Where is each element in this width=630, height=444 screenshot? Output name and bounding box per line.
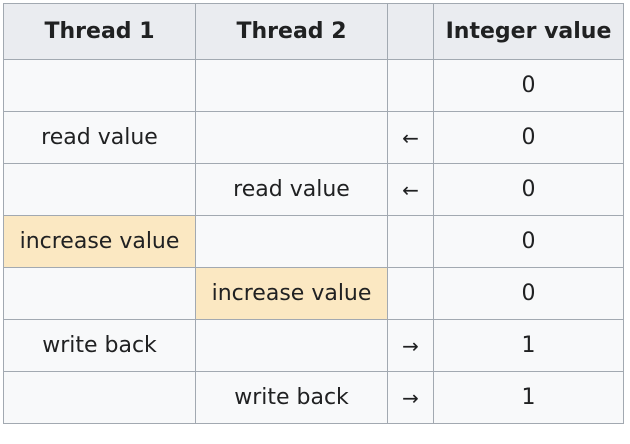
arrow-cell: →: [387, 371, 434, 424]
thread-1-cell: [3, 163, 196, 216]
table-row: write back→1: [3, 371, 624, 424]
header-arrow: [387, 3, 434, 60]
integer-value-cell: 0: [433, 215, 624, 268]
header-row: Thread 1 Thread 2 Integer value: [3, 3, 624, 60]
table-row: read value←0: [3, 163, 624, 216]
thread-1-cell: read value: [3, 111, 196, 164]
table-row: 0: [3, 59, 624, 112]
thread-1-cell: increase value: [3, 215, 196, 268]
table-row: write back →1: [3, 319, 624, 372]
thread-1-cell: [3, 59, 196, 112]
arrow-cell: [387, 59, 434, 112]
integer-value-cell: 0: [433, 163, 624, 216]
arrow-cell: →: [387, 319, 434, 372]
arrow-cell: ←: [387, 163, 434, 216]
thread-2-cell: write back: [195, 371, 388, 424]
header-thread-2: Thread 2: [195, 3, 388, 60]
thread-2-cell: [195, 59, 388, 112]
integer-value-cell: 0: [433, 111, 624, 164]
thread-2-cell: [195, 319, 388, 372]
header-thread-1: Thread 1: [3, 3, 196, 60]
table-row: increase value 0: [3, 215, 624, 268]
race-condition-table-wrapper: Thread 1 Thread 2 Integer value 0 read va…: [3, 3, 624, 424]
thread-1-cell: [3, 267, 196, 320]
header-integer-value: Integer value: [433, 3, 624, 60]
arrow-cell: ←: [387, 111, 434, 164]
table-row: increase value 0: [3, 267, 624, 320]
race-condition-table: Thread 1 Thread 2 Integer value 0 read va…: [3, 3, 624, 424]
thread-1-cell: [3, 371, 196, 424]
arrow-cell: [387, 215, 434, 268]
table-row: read value ←0: [3, 111, 624, 164]
arrow-cell: [387, 267, 434, 320]
thread-1-cell: write back: [3, 319, 196, 372]
thread-2-cell: read value: [195, 163, 388, 216]
thread-2-cell: [195, 215, 388, 268]
integer-value-cell: 1: [433, 319, 624, 372]
thread-2-cell: increase value: [195, 267, 388, 320]
integer-value-cell: 1: [433, 371, 624, 424]
integer-value-cell: 0: [433, 267, 624, 320]
thread-2-cell: [195, 111, 388, 164]
integer-value-cell: 0: [433, 59, 624, 112]
